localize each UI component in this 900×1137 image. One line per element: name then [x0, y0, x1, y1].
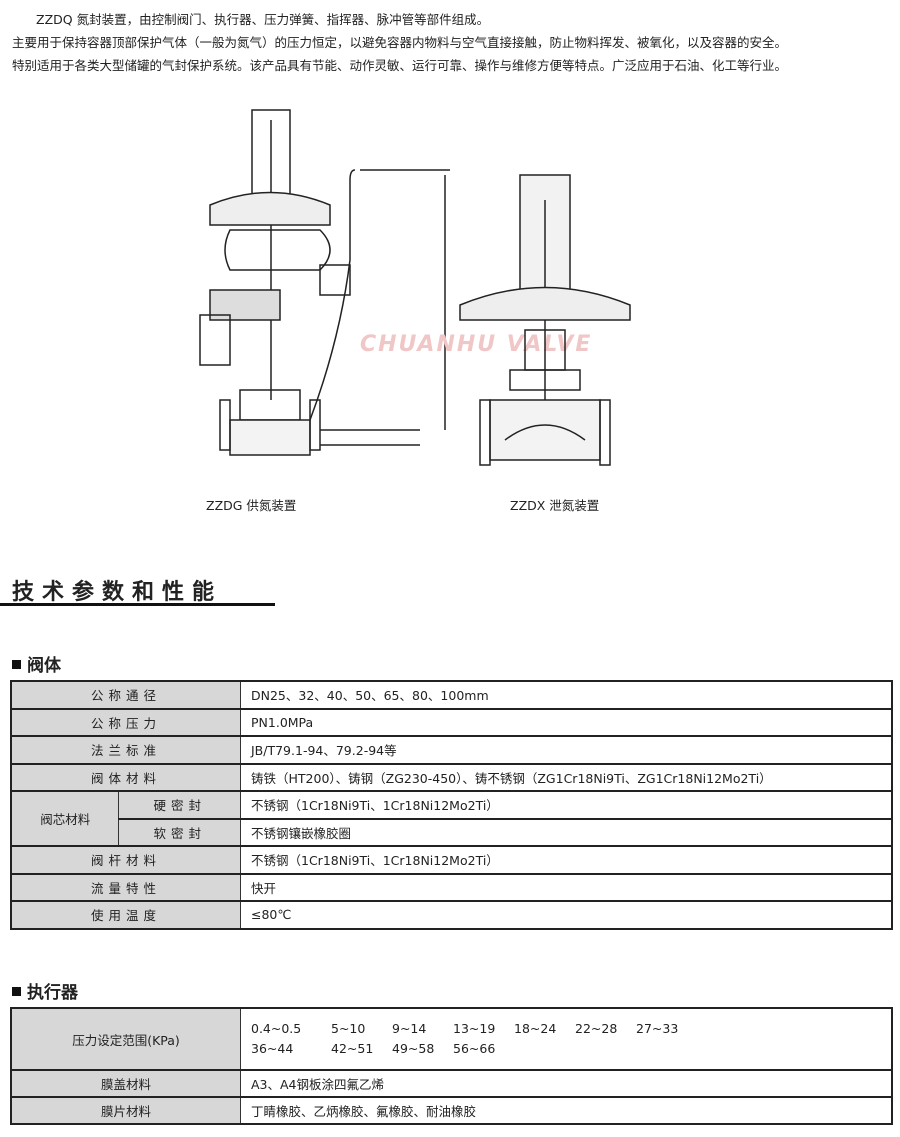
row-label: 使用温度 [10, 900, 241, 929]
zzdx-diagram [459, 174, 631, 466]
row-value: PN1.0MPa [240, 707, 893, 737]
range-line: 36~44 42~51 49~58 56~66 [251, 1039, 881, 1059]
row-value: 0.4~0.5 5~10 9~14 13~19 18~24 22~28 27~33 36~4… [240, 1007, 893, 1071]
row-label: 阀芯材料 [10, 790, 120, 847]
range-value: 22~28 [575, 1021, 618, 1036]
range-value: 49~58 [392, 1041, 435, 1056]
range-line: 0.4~0.5 5~10 9~14 13~19 18~24 22~28 27~33 [251, 1019, 881, 1039]
row-value: 丁睛橡胶、乙炳橡胶、氟橡胶、耐油橡胶 [240, 1096, 893, 1125]
row-label: 膜盖材料 [10, 1069, 241, 1098]
range-value: 0.4~0.5 [251, 1021, 302, 1036]
range-value: 5~10 [331, 1021, 366, 1036]
row-value: 快开 [240, 872, 893, 902]
row-value: 不锈钢（1Cr18Ni9Ti、1Cr18Ni12Mo2Ti） [240, 790, 893, 819]
range-value: 18~24 [514, 1021, 557, 1036]
zzdx-caption: ZZDX 泄氮装置 [510, 498, 600, 513]
row-sublabel: 软密封 [118, 817, 241, 847]
range-value: 56~66 [453, 1041, 496, 1056]
watermark: CHUANHU VALVE [360, 332, 593, 357]
row-label: 公称压力 [10, 707, 241, 737]
row-label: 压力设定范围(KPa) [10, 1007, 241, 1071]
row-value: 不锈钢镶嵌橡胶圈 [240, 817, 893, 847]
table-row: 阀体材料铸铁（HT200）、铸钢（ZG230-450）、铸不锈钢（ZG1Cr18… [10, 762, 893, 792]
row-value: 不锈钢（1Cr18Ni9Ti、1Cr18Ni12Mo2Ti） [240, 845, 893, 874]
table-row: 使用温度≤80℃ [10, 900, 893, 929]
bullet-square-icon [12, 987, 21, 996]
table-row: 流量特性快开 [10, 872, 893, 902]
row-value: 铸铁（HT200）、铸钢（ZG230-450）、铸不锈钢（ZG1Cr18Ni9T… [240, 762, 893, 792]
range-value: 13~19 [453, 1021, 496, 1036]
table-row: 膜片材料丁睛橡胶、乙炳橡胶、氟橡胶、耐油橡胶 [10, 1096, 893, 1125]
actuator-table: 压力设定范围(KPa) 0.4~0.5 5~10 9~14 13~19 18~24 22~… [10, 1007, 893, 1125]
valve-body-heading: 阀体 [12, 651, 61, 676]
intro-text: ZZDQ 氮封装置，由控制阀门、执行器、压力弹簧、指挥器、脉冲管等部件组成。 主… [12, 8, 787, 77]
bullet-square-icon [12, 660, 21, 669]
table-row: 软密封不锈钢镶嵌橡胶圈 [11, 817, 893, 847]
section-title: 技术参数和性能 [12, 580, 223, 605]
heading-text: 执行器 [27, 983, 78, 1003]
range-value: 36~44 [251, 1041, 294, 1056]
row-label: 阀杆材料 [10, 845, 241, 874]
row-label: 流量特性 [10, 872, 241, 902]
intro-line: ZZDQ 氮封装置，由控制阀门、执行器、压力弹簧、指挥器、脉冲管等部件组成。 [36, 12, 490, 27]
intro-line: 主要用于保持容器顶部保护气体（一般为氮气）的压力恒定，以避免容器内物料与空气直接… [12, 35, 788, 50]
row-value: DN25、32、40、50、65、80、100mm [240, 680, 893, 709]
row-value: JB/T79.1-94、79.2-94等 [240, 735, 893, 764]
row-label: 公称通径 [10, 680, 241, 709]
range-value: 42~51 [331, 1041, 374, 1056]
table-row: 压力设定范围(KPa) 0.4~0.5 5~10 9~14 13~19 18~24 22~… [10, 1007, 893, 1071]
heading-text: 阀体 [27, 656, 61, 676]
range-value: 9~14 [392, 1021, 427, 1036]
row-value: ≤80℃ [240, 900, 893, 929]
intro-line: 特别适用于各类大型储罐的气封保护系统。该产品具有节能、动作灵敏、运行可靠、操作与… [12, 58, 788, 73]
zzdg-caption: ZZDG 供氮装置 [206, 498, 297, 513]
row-label: 阀体材料 [10, 762, 241, 792]
row-sublabel: 硬密封 [118, 790, 241, 819]
row-label: 法兰标准 [10, 735, 241, 764]
title-underline [0, 603, 275, 606]
range-value: 27~33 [636, 1021, 679, 1036]
zzdg-diagram [199, 109, 450, 456]
actuator-heading: 执行器 [12, 978, 78, 1003]
row-value: A3、A4钢板涂四氟乙烯 [240, 1069, 893, 1098]
table-row: 阀芯材料硬密封不锈钢（1Cr18Ni9Ti、1Cr18Ni12Mo2Ti） [10, 790, 893, 847]
table-row: 阀杆材料不锈钢（1Cr18Ni9Ti、1Cr18Ni12Mo2Ti） [10, 845, 893, 874]
row-label: 膜片材料 [10, 1096, 241, 1125]
